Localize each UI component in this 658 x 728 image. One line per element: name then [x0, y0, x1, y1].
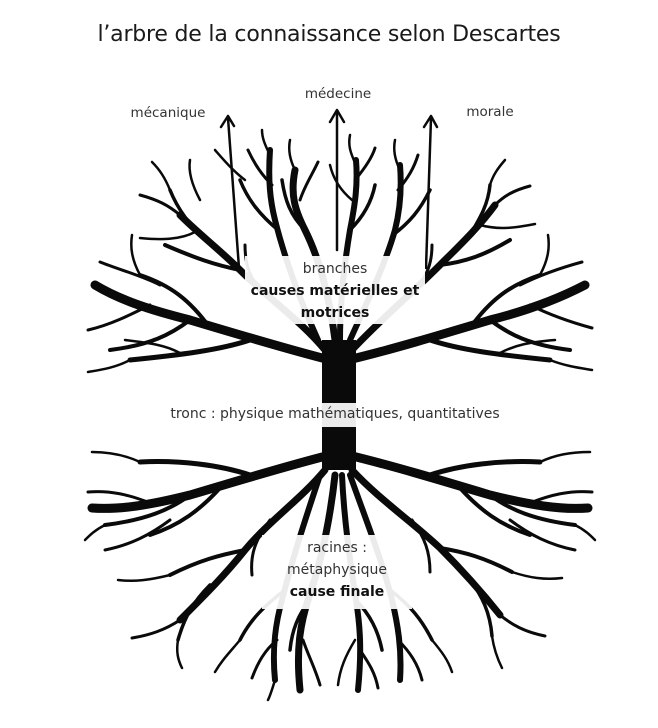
arrow-morale	[424, 116, 433, 270]
roots-box: racines : métaphysique cause finale	[262, 535, 412, 609]
trunk-label: tronc : physique mathématiques, quantita…	[150, 403, 520, 427]
diagram-title: l’arbre de la connaissance selon Descart…	[97, 22, 561, 47]
roots-metaphysique: métaphysique	[287, 562, 387, 578]
label-medecine: médecine	[304, 86, 372, 102]
branches-label: branches	[302, 261, 368, 277]
label-mecanique: mécanique	[130, 105, 206, 121]
label-morale: morale	[466, 104, 514, 120]
branches-causes-line1: causes matérielles et	[250, 283, 420, 299]
roots	[83, 450, 597, 702]
roots-label: racines :	[307, 540, 367, 556]
roots-cause-finale: cause finale	[289, 584, 385, 600]
branches-causes-line2: motrices	[300, 305, 370, 321]
arrow-mecanique	[226, 116, 241, 270]
branches-box: branches causes matérielles et motrices	[245, 256, 425, 324]
upper-branches	[86, 128, 594, 374]
arrows	[219, 108, 439, 270]
